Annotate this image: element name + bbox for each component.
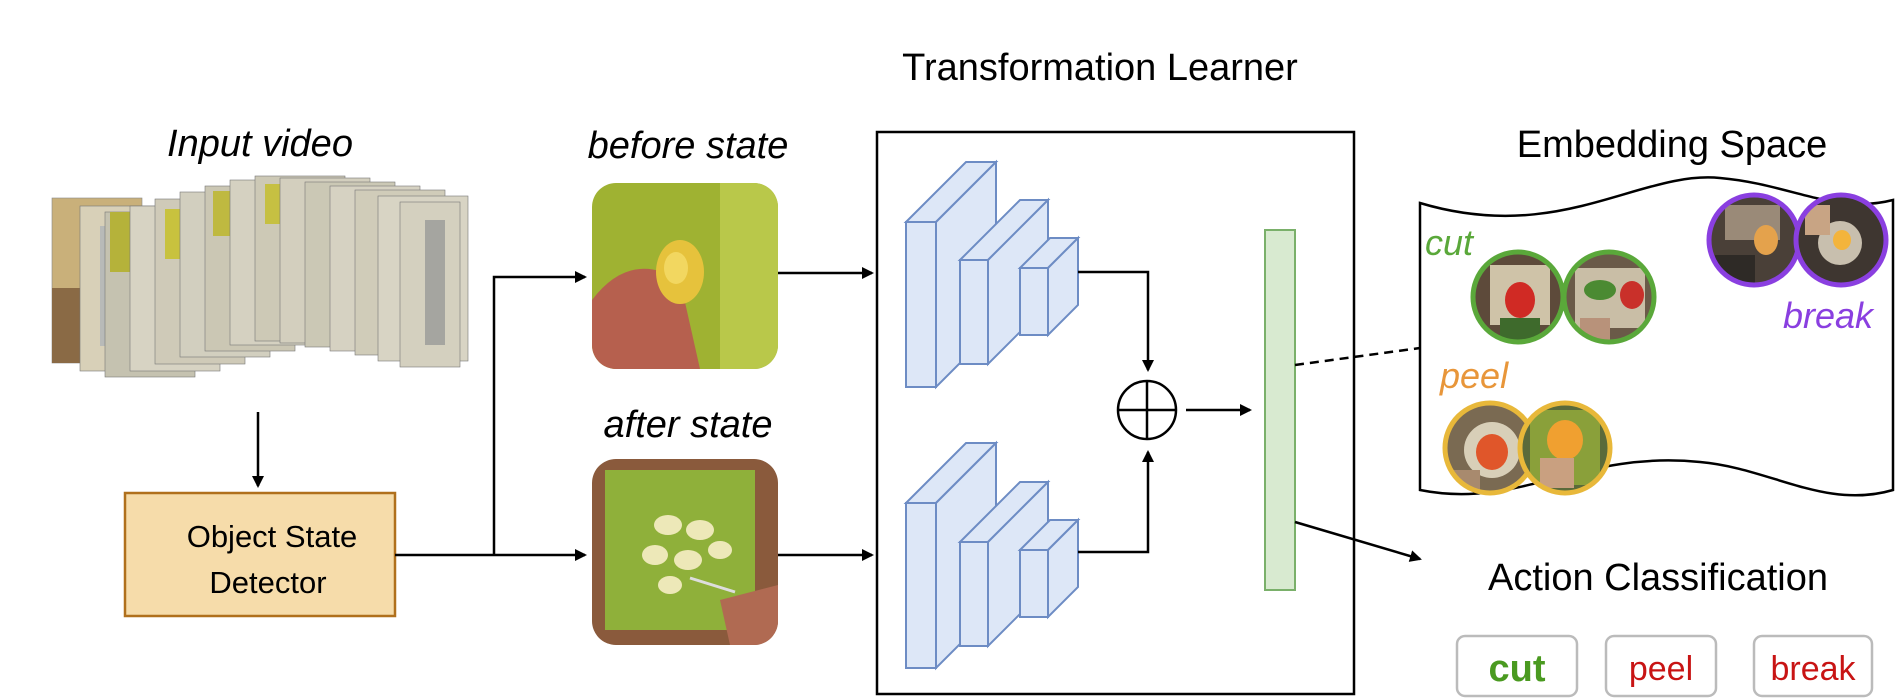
transformation-learner-title: Transformation Learner [902,47,1298,89]
action-option-cut-label: cut [1489,648,1546,690]
action-option-cut[interactable]: cut [1455,634,1579,698]
after-state-image [592,459,778,645]
cluster-label-break: break [1783,295,1875,336]
cnn-encoder-before [903,159,1081,390]
action-option-peel[interactable]: peel [1604,634,1718,698]
before-state-label: before state [588,125,789,167]
transformation-embedding-vector [1264,229,1296,591]
cut-sample-2-ring [1561,249,1657,345]
break-sample-2 [1796,195,1886,285]
detector-output-arrows [395,271,587,561]
action-option-peel-label: peel [1629,650,1693,688]
action-option-break[interactable]: break [1752,634,1874,698]
after-state-label: after state [604,404,773,446]
cnn-encoder-after [903,440,1081,671]
arrow-lower-to-combine [1078,450,1154,554]
before-state-image [592,183,778,369]
cut-sample-2 [1564,252,1654,342]
break-sample-2-ring [1793,192,1889,288]
object-state-detector-box: Object State Detector [123,491,397,618]
input-video-title: Input video [167,123,353,165]
cluster-label-cut: cut [1425,222,1475,263]
peel-sample-2-ring [1517,400,1613,496]
detector-label-line1: Object State [187,519,358,554]
combine-plus-icon [1116,379,1178,441]
peel-sample-2 [1520,403,1610,493]
detector-label-line2: Detector [209,565,326,600]
arrow-to-classification [1294,520,1422,562]
embedding-space-title: Embedding Space [1517,124,1828,166]
input-video-frames [51,175,469,378]
action-option-break-label: break [1770,650,1856,688]
dashed-link-to-embedding [1294,346,1421,367]
cut-sample-1 [1473,252,1563,342]
arrow-upper-to-combine [1078,270,1154,372]
cluster-label-peel: peel [1439,355,1509,396]
action-classification-title: Action Classification [1488,557,1828,599]
